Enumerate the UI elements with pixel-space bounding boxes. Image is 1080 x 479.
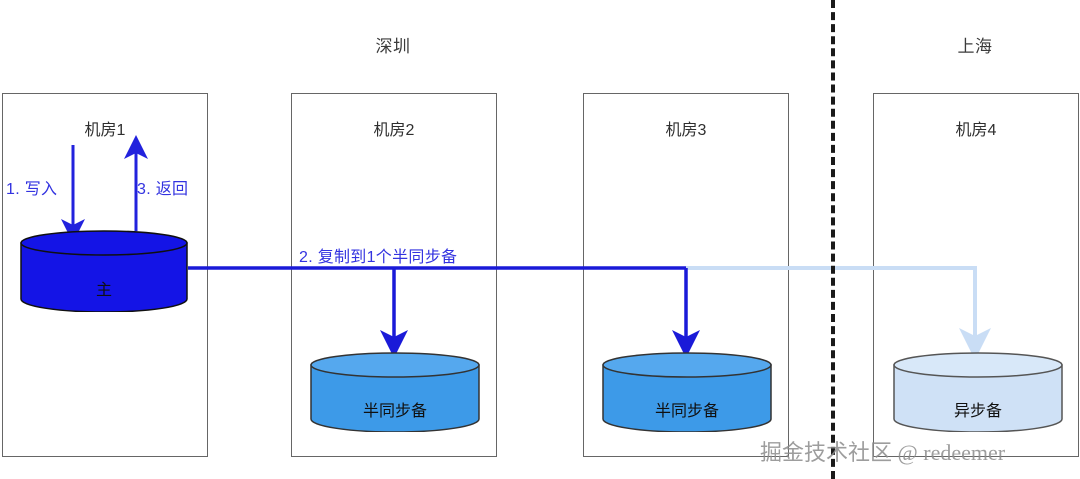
database-async-room4[interactable]: 异步备 xyxy=(893,352,1063,433)
step-label-replicate: 2. 复制到1个半同步备 xyxy=(299,249,458,266)
step-label-write: 1. 写入 xyxy=(6,181,58,198)
room-title-4: 机房4 xyxy=(955,122,997,139)
step-label-return: 3. 返回 xyxy=(137,181,189,198)
database-semisync-room2[interactable]: 半同步备 xyxy=(310,352,480,433)
city-divider xyxy=(831,0,835,479)
room-box-1: 机房1 xyxy=(2,93,208,457)
region-label-shenzhen: 深圳 xyxy=(375,37,411,56)
room-title-1: 机房1 xyxy=(84,122,126,139)
region-label-shanghai: 上海 xyxy=(957,37,993,56)
room-title-2: 机房2 xyxy=(373,122,415,139)
room-box-2: 机房2 xyxy=(291,93,497,457)
database-primary[interactable]: 主 xyxy=(20,230,188,313)
watermark: 掘金技术社区 @ redeemer xyxy=(760,440,1006,465)
room-title-3: 机房3 xyxy=(665,122,707,139)
database-semisync-room3[interactable]: 半同步备 xyxy=(602,352,772,433)
